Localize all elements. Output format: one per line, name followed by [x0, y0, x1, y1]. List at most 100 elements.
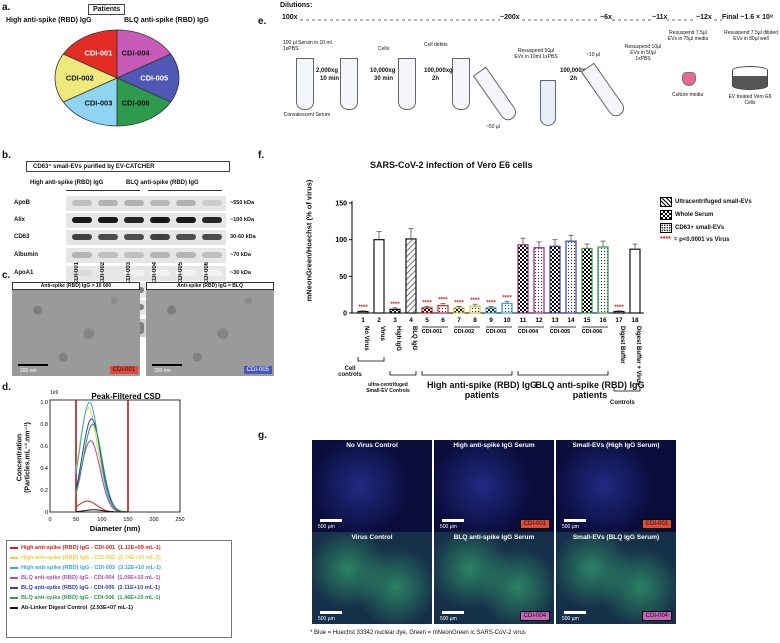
resuspend3-text: Resuspend 7.5µl EVs in 75µl media: [667, 30, 709, 42]
blot-kda: ~70 kDa: [230, 252, 251, 258]
blot-band: [98, 252, 118, 258]
legend-swatch: [10, 606, 18, 609]
high-igg-label: High anti-spike (RBD) IgG: [6, 17, 92, 24]
sig-marker: ****: [454, 300, 464, 306]
group-controls: Controls: [610, 400, 635, 406]
y-tick-label: 100: [335, 237, 347, 244]
blot-row: [66, 196, 226, 211]
well-plate: [732, 66, 768, 90]
tile-title: BLQ anti-spike IgG Serum: [453, 534, 535, 541]
blot-band: [124, 270, 144, 276]
blot-band: [176, 252, 196, 258]
bar-1: [357, 310, 369, 314]
patient-tag: CDI-001: [641, 519, 672, 529]
csd-legend-row: High anti-spike (RBD) IgG - CDI-003(3.12…: [10, 563, 228, 573]
group-bracket: [517, 371, 609, 376]
scale-label: 500 µm: [440, 616, 457, 622]
csd-legend-text: High anti-spike (RBD) IgG - CDI-002: [21, 555, 116, 561]
patient-group-label: CDI-003: [486, 329, 506, 335]
serum-tube: [296, 58, 314, 110]
blot-band: [72, 200, 92, 206]
pie-slice-cdi-004: [116, 29, 172, 79]
pie-slice-cdi-005: [116, 53, 180, 103]
svg-text:50: 50: [73, 517, 79, 523]
bar-7: [453, 307, 465, 314]
bar-number: 3: [393, 317, 397, 324]
scale-label: 500 µm: [318, 524, 335, 530]
blot-kda: ~30 kDa: [230, 270, 251, 276]
blot-lane-label: CDI-001: [74, 262, 80, 285]
y-tick-label: 50: [339, 274, 347, 281]
pie-slice-cdi-003: [62, 77, 118, 127]
bar-label: No Virus: [363, 326, 369, 351]
bar-number: 5: [425, 317, 429, 324]
csd-curve: [75, 423, 129, 513]
bar-11: [517, 244, 529, 314]
csd-legend-row: Ab-Linker Digest Control(2.93E+07 mL-1): [10, 603, 228, 613]
chart-legend: Ultracentrifuged small-EVs Whole Serum C…: [660, 197, 776, 243]
csd-legend-text: High anti-spike (RBD) IgG - CDI-001: [21, 545, 116, 551]
scale-label: 500 µm: [562, 524, 579, 530]
bar-number: 6: [441, 317, 445, 324]
blot-band: [98, 234, 118, 240]
scale-bar: [320, 611, 342, 614]
blot-row: [66, 230, 226, 245]
blot-band: [202, 252, 222, 258]
csd-legend-value: (2.74E+10 mL-1): [118, 555, 161, 561]
legend-swatch: [10, 586, 18, 589]
bar-number: 1: [361, 317, 365, 324]
csd-legend-value: (1.46E+10 mL-1): [117, 595, 161, 601]
dilution-mark-1: 100x: [282, 14, 298, 21]
scale-bar: [320, 519, 342, 522]
scale-bar: [442, 519, 464, 522]
sig-marker: ****: [502, 295, 512, 301]
scale-bar: [564, 611, 586, 614]
blot-band: [150, 270, 170, 276]
sig-marker: ****: [438, 297, 448, 303]
spin1-time: 10 min: [320, 76, 340, 82]
blot-band: [72, 217, 92, 223]
resuspend1-text: Resuspend 50µl EVs in 10ml 1xPBS: [514, 48, 558, 60]
legend-swatch: [10, 576, 18, 579]
culture-media-label: Culture media: [672, 92, 704, 98]
blot-band: [150, 252, 170, 258]
panel-f-label: f.: [258, 150, 265, 161]
bar-16: [597, 246, 609, 314]
tile-title: Small-EVs (High IgG Serum): [572, 442, 660, 449]
bar-number: 18: [631, 317, 639, 324]
blot-band: [98, 217, 118, 223]
csd-legend-text: BLQ anti-spike (RBD) IgG - CDI-005: [21, 585, 115, 591]
patients-pie: CDI-004CDI-005CDI-006CDI-003CDI-002CDI-0…: [54, 29, 180, 127]
dilution-mark-3: ~6x: [600, 14, 612, 21]
bar-number: 17: [615, 317, 623, 324]
csd-multiplier: 1e9: [50, 390, 59, 396]
spin3-speed: 100,000xg: [424, 68, 453, 74]
spin2-speed: 10,000xg: [370, 68, 396, 74]
bar-number: 16: [599, 317, 607, 324]
pie-label: CDI-003: [84, 98, 112, 107]
svg-text:Peak-Filtered CSD: Peak-Filtered CSD: [91, 392, 161, 401]
bar-label: Digest Buffer + Virus: [635, 326, 641, 386]
bar-9: [485, 307, 497, 314]
blot-row-label: Alix: [14, 217, 26, 223]
bar-17: [613, 310, 625, 314]
group-high: High anti-spike (RBD) IgG patients: [427, 380, 537, 400]
blot-blq-line: [148, 190, 222, 191]
svg-text:100: 100: [97, 517, 106, 523]
bar-label: High IgG: [395, 326, 401, 351]
em-high-tag: CDI-001: [109, 366, 138, 374]
spin-tube-3: [452, 58, 470, 110]
sig-marker: ****: [486, 300, 496, 306]
blot-row-label: Albumin: [14, 252, 38, 258]
bar-label: BLQ IgG: [411, 326, 417, 351]
legend-swatch: [10, 556, 18, 559]
pie-label: CDI-006: [122, 98, 150, 107]
blot-row: [66, 266, 226, 281]
blot-title: CD63⁺ small-EVs purified by EV-CATCHER: [26, 161, 230, 172]
chart-title: SARS-CoV-2 infection of Vero E6 cells: [370, 160, 533, 170]
y-tick-label: 150: [335, 201, 347, 208]
scale-label: 500 µm: [440, 524, 457, 530]
culture-media-tube: [682, 72, 696, 86]
